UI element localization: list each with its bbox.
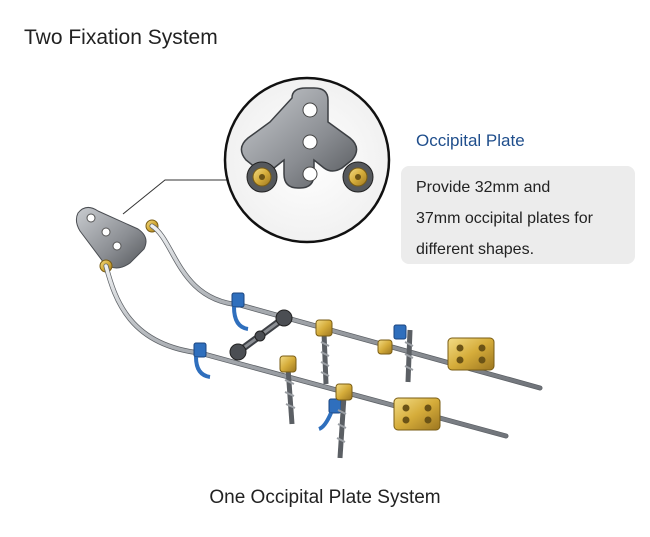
callout-description-box: Provide 32mm and 37mm occipital plates f… [401,166,635,264]
occipital-plate [75,207,159,273]
callout-line: 37mm occipital plates for [416,210,593,227]
fixation-rods [103,223,543,439]
page-title: Two Fixation System [24,26,218,49]
pedicle-screws [279,319,414,459]
cross-connector [229,309,293,361]
occipital-plate-zoom-icon [223,76,391,244]
blue-hooks [193,292,407,431]
figure-caption: One Occipital Plate System [209,487,441,508]
callout-leader-line [122,179,235,215]
callout-title: Occipital Plate [416,131,525,150]
callout-line: Provide 32mm and [416,179,551,196]
callout-line: different shapes. [416,241,535,258]
rod-connectors [393,337,495,431]
